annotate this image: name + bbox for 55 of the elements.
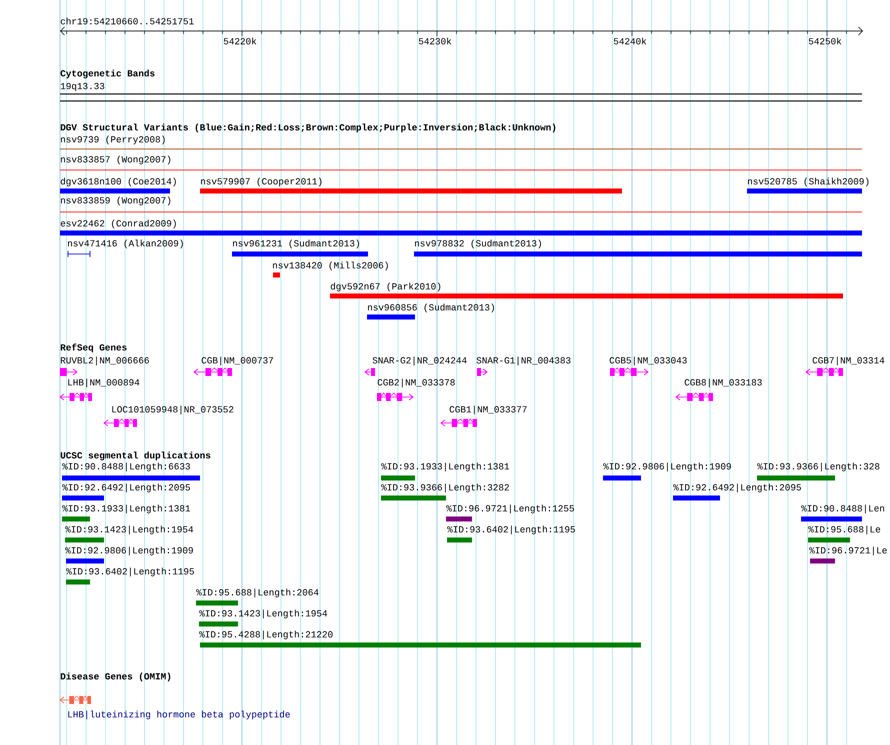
gene-label: SNAR-G2|NR_024244	[372, 356, 467, 366]
gene-label: LHB|NM_000894	[68, 378, 140, 388]
variant-label: dgv592n67 (Park2010)	[330, 282, 440, 292]
duplication-label: %ID:92.9806|Length:1909	[603, 462, 731, 472]
duplication-label: %ID:92.6492|Length:2095	[62, 484, 190, 492]
duplication-label: %ID:93.9366|Length:3282	[381, 484, 509, 492]
gene-label: RUVBL2|NM_006666	[60, 356, 149, 366]
gene-label: CGB|NM_000737	[202, 356, 274, 366]
band-label: 19q13.33	[60, 82, 104, 92]
duplication-label: %ID:93.1933|Length:1381	[381, 462, 510, 472]
chromosome-coordinate: chr19:54210660..54251751	[60, 18, 194, 24]
variant-label: esv22462 (Conrad2009)	[60, 220, 176, 228]
duplication-label: %ID:93.1933|Length:1381	[62, 504, 190, 514]
variant-label: nsv833859 (Wong2007)	[61, 196, 170, 206]
gene-label: CGB2|NM_033378	[378, 378, 455, 388]
track-title: RefSeq Genes	[60, 344, 127, 352]
tick-label: 54220k	[224, 38, 256, 44]
tick-label: 54230k	[418, 38, 452, 44]
variant-label: nsv961231 (Sudmant2013)	[233, 240, 359, 248]
gene-label: SNAR-G1|NR_004383	[476, 356, 570, 366]
gene-label: CGB1|NM_033377	[450, 406, 527, 414]
gene-label: LHB|luteinizing hormone beta polypeptide	[68, 710, 290, 720]
tick-label: 54240k	[614, 38, 646, 44]
duplication-label: %ID:95.688|Length:2064	[196, 588, 318, 598]
variant-label: nsv520785 (Shaikh2009)	[748, 178, 868, 186]
duplication-label: %ID:96.9721|Le	[809, 546, 887, 556]
duplication-label: %ID:90.8488|Length:6633	[62, 462, 190, 472]
variant-label: nsv471416 (Alkan2009)	[68, 240, 183, 248]
gene-label: CGB8|NM_033183	[684, 378, 762, 388]
duplication-label: %ID:93.6402|Length:1195	[66, 568, 194, 576]
duplication-label: %ID:95.688|Le	[808, 526, 880, 534]
track-title: Cytogenetic Bands	[60, 70, 154, 78]
duplication-label: %ID:93.9366|Length:328	[757, 462, 880, 472]
tick-label: 54250k	[808, 38, 842, 44]
variant-label: nsv9739 (Perry2008)	[61, 136, 165, 144]
variant-label: nsv833857 (Wong2007)	[61, 156, 170, 164]
duplication-label: %ID:96.9721|Length:1255	[446, 504, 574, 514]
track-title: DGV Structural Variants (Blue:Gain;Red:Loss;Brown:Complex;Purple:Inversion;Black:Unknown)	[60, 124, 556, 132]
duplication-label: %ID:95.4288|Length:21220	[199, 630, 333, 640]
duplication-label: %ID:92.6492|Length:2095	[673, 484, 801, 492]
variant-label: nsv978832 (Sudmant2013)	[415, 240, 541, 248]
track-title: Disease Genes (OMIM)	[60, 672, 170, 682]
gene-label: LOC101059948|NR_073552	[112, 406, 234, 414]
duplication-label: %ID:93.1423|Length:1954	[199, 610, 328, 618]
variant-label: nsv960856 (Sudmant2013)	[368, 304, 494, 312]
variant-label: nsv579907 (Cooper2011)	[201, 178, 322, 186]
duplication-label: %ID:93.1423|Length:1954	[65, 526, 194, 534]
duplication-label: %ID:93.6402|Length:1195	[447, 526, 575, 534]
duplication-label: %ID:92.9806|Length:1909	[65, 546, 193, 556]
gene-label: CGB7|NM_03314	[812, 356, 884, 366]
track-title: UCSC segmental duplications	[60, 452, 210, 460]
variant-label: nsv138420 (Mills2006)	[273, 262, 388, 270]
variant-label: dgv3618n100 (Coe2014)	[60, 178, 176, 186]
gene-label: CGB5|NM_033043	[610, 356, 687, 366]
duplication-label: %ID:90.8488|Len	[801, 504, 884, 514]
